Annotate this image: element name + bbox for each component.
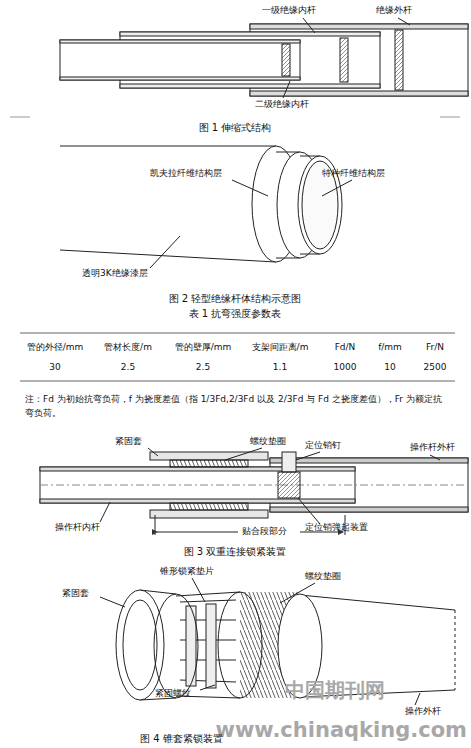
figure-caption: 图 4 锥套紧锁装置 xyxy=(140,733,223,745)
part-label: 凯夫拉纤维结构层 xyxy=(150,168,222,179)
part-label: 二级绝缘内杆 xyxy=(255,99,309,110)
figure-caption: 图 2 轻型绝缘杆体结构示意图 xyxy=(169,293,302,305)
table-caption: 表 1 抗弯强度参数表 xyxy=(189,308,282,320)
part-label: 贴合段部分 xyxy=(242,526,287,537)
table-cell: 30 xyxy=(49,362,60,373)
table-header: 支架间距离/m xyxy=(252,342,309,353)
figure-caption: 图 3 双重连接锁紧装置 xyxy=(184,546,287,558)
part-label: 操作杆内杆 xyxy=(55,522,100,533)
table-header: 管的外径/mm xyxy=(27,342,84,353)
table-cell: 2500 xyxy=(424,362,447,373)
watermark: 中国期刊网 xyxy=(285,678,385,702)
part-label: 绝缘外杆 xyxy=(376,5,412,16)
table-cell: 2.5 xyxy=(121,362,135,373)
table-cell: 10 xyxy=(384,362,395,373)
table-header: Fd/N xyxy=(335,342,356,353)
table-cell: 1.1 xyxy=(273,362,287,373)
figure-caption: 图 1 伸缩式结构 xyxy=(199,122,272,134)
part-label: 紧固套 xyxy=(115,436,142,447)
part-label: 螺纹垫圈 xyxy=(305,571,341,582)
table-cell: 2.5 xyxy=(196,362,210,373)
part-label: 一级绝缘内杆 xyxy=(262,5,316,16)
table-header: 管的壁厚/mm xyxy=(175,342,232,353)
part-label: 紧固套 xyxy=(62,588,89,599)
part-label: 紧固螺纹 xyxy=(155,688,191,699)
table-note: 注：Fd 为初始抗弯负荷，f 为挠度差值（指 1/3Fd,2/3Fd 以及 2/… xyxy=(25,393,450,420)
part-label: 透明3K绝缘漆层 xyxy=(82,268,148,279)
part-label: 操作杆外杆 xyxy=(410,442,455,453)
watermark: www.chinaqking.com xyxy=(216,718,467,743)
part-label: 操作外杆 xyxy=(405,706,441,717)
part-label: 螺纹垫圈 xyxy=(250,436,286,447)
table-header: Fr/N xyxy=(426,342,444,353)
part-label: 特种纤维结构层 xyxy=(322,168,385,179)
table-header: f/mm xyxy=(378,342,402,353)
part-label: 定位销弹起装置 xyxy=(305,522,368,533)
part-label: 定位销钉 xyxy=(305,440,341,451)
part-label: 锥形锁紧垫片 xyxy=(160,566,214,577)
table-header: 管材长度/m xyxy=(104,342,152,353)
table-cell: 1000 xyxy=(334,362,357,373)
